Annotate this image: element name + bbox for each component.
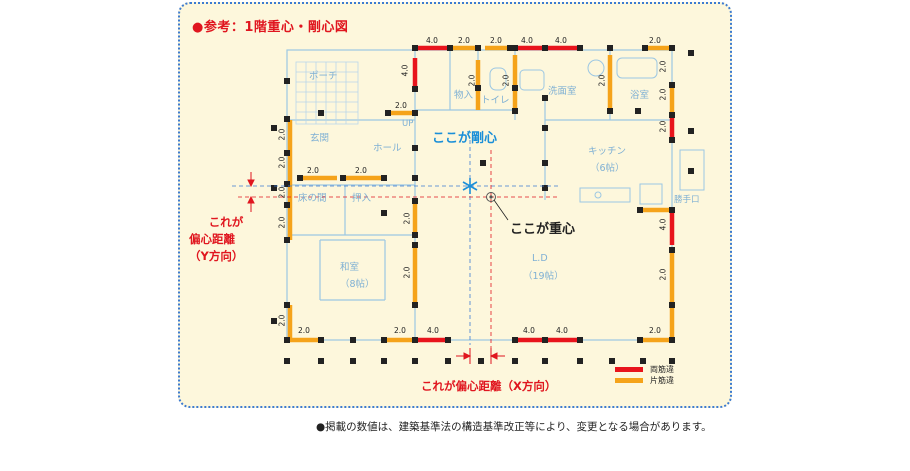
rigidity-center-marker <box>462 178 478 194</box>
dim-label: 2.0 <box>277 128 287 141</box>
legend-double-label: 両筋違 <box>650 365 674 374</box>
diagram-title: ●参考：1階重心・剛心図 <box>192 20 349 35</box>
dim-label: 2.0 <box>277 156 287 169</box>
x-eccentricity-label: これが偏心距離（X方向） <box>421 379 557 393</box>
legend-single-label: 片筋違 <box>650 376 674 385</box>
dim-label: 2.0 <box>658 60 668 73</box>
y-eccentricity-label-2: 偏心距離 <box>189 232 235 246</box>
dim-label: 4.0 <box>658 218 668 231</box>
dim-label: 2.0 <box>458 36 470 45</box>
dim-label: 4.0 <box>555 36 567 45</box>
room-porch: ポーチ <box>309 71 338 82</box>
room-oshiire: 押入 <box>352 193 372 204</box>
dim-label: 4.0 <box>427 326 439 335</box>
dim-label: 2.0 <box>277 186 287 199</box>
gravity-center-label: ここが重心 <box>510 222 576 237</box>
dim-label: 2.0 <box>355 166 367 175</box>
dim-label: 4.0 <box>426 36 438 45</box>
room-washitsu: 和室 <box>340 262 360 273</box>
room-washroom: 洗面室 <box>548 86 577 97</box>
dim-label: 2.0 <box>277 314 287 327</box>
room-storage: 物入 <box>454 90 474 101</box>
dim-label: 2.0 <box>649 36 661 45</box>
dim-label: 2.0 <box>277 216 287 229</box>
room-kitchen-size: （6帖） <box>590 163 625 174</box>
dim-label: 2.0 <box>658 120 668 133</box>
dim-label: 2.0 <box>649 326 661 335</box>
room-ld: L.D <box>532 253 548 264</box>
dim-label: 2.0 <box>307 166 319 175</box>
dim-label: 4.0 <box>556 326 568 335</box>
dim-label: 2.0 <box>395 101 407 110</box>
y-eccentricity-label-3: （Y方向） <box>189 249 244 263</box>
dim-label: 2.0 <box>298 326 310 335</box>
room-tokonoma: 床の間 <box>298 193 327 204</box>
dim-label: 2.0 <box>402 266 412 279</box>
legend-double-swatch <box>615 367 643 372</box>
room-bath: 浴室 <box>630 90 650 101</box>
room-kitchen: キッチン <box>588 146 627 157</box>
dim-label: 2.0 <box>658 268 668 281</box>
room-hall: ホール <box>373 143 402 154</box>
dim-label: 2.0 <box>490 36 502 45</box>
dim-label: 2.0 <box>597 74 607 87</box>
x-eccentricity-arrows <box>456 348 505 364</box>
dim-label: 2.0 <box>501 74 511 87</box>
dim-label: 4.0 <box>400 64 410 77</box>
dim-label: 4.0 <box>521 36 533 45</box>
dim-label: 2.0 <box>394 326 406 335</box>
footnote: ●掲載の数値は、建築基準法の構造基準改正等により、変更となる場合があります。 <box>316 421 712 433</box>
room-washitsu-size: （8帖） <box>340 279 375 290</box>
dim-label: 2.0 <box>467 74 477 87</box>
dim-label: 4.0 <box>523 326 535 335</box>
y-eccentricity-label-1: これが <box>208 215 244 229</box>
rigidity-center-label: ここが剛心 <box>432 131 498 146</box>
y-eccentricity-arrows <box>247 172 255 212</box>
room-katteguchi: 勝手口 <box>674 195 700 205</box>
stairs-up: UP <box>402 119 414 129</box>
room-entrance: 玄関 <box>310 133 330 144</box>
gravity-center-marker <box>486 192 496 202</box>
dim-label: 2.0 <box>658 88 668 101</box>
room-toilet: トイレ <box>481 95 510 106</box>
legend-single-swatch <box>615 378 643 383</box>
dim-label: 2.0 <box>402 212 412 225</box>
room-ld-size: （19帖） <box>523 271 564 282</box>
